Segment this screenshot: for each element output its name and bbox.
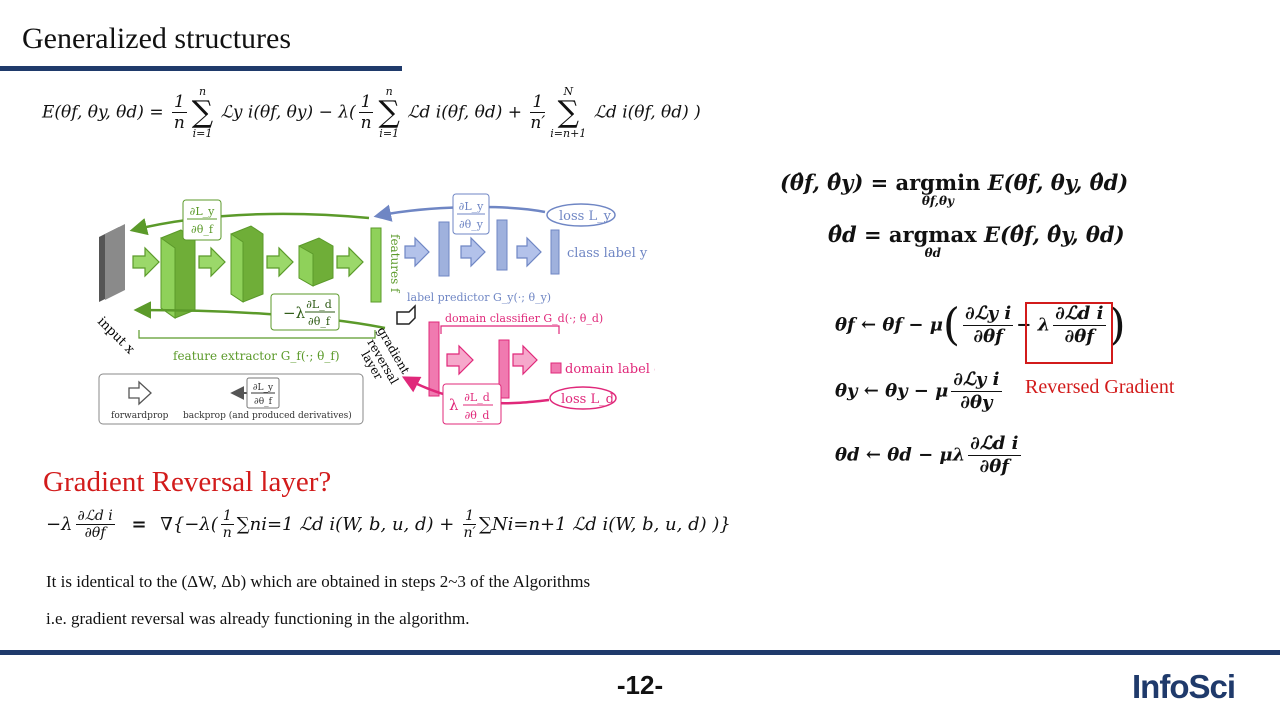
svg-text:∂L_y: ∂L_y <box>253 383 274 393</box>
grl-rhs-sum-1: ∑ni=1 ℒd i(W, b, u, d) + <box>236 513 455 535</box>
domain-layer-1 <box>428 321 440 397</box>
reversed-gradient-highlight <box>1025 302 1113 364</box>
update-d-frac: ∂ℒd i∂θf <box>968 433 1021 477</box>
feature-extractor-bracket <box>138 330 376 339</box>
minus-lambda: − λ( <box>318 102 356 123</box>
feature-layer-3 <box>298 237 334 287</box>
domain-label: domain label d <box>565 362 655 377</box>
forward-arrow-2 <box>198 246 226 278</box>
forward-arrow-6 <box>460 236 486 268</box>
page-number: -12- <box>616 670 664 700</box>
update-theta-f: θf ← θf − μ(∂ℒy i∂θf− λ∂ℒd i∂θf) <box>835 299 1126 351</box>
svg-text:∂L_d: ∂L_d <box>464 391 490 404</box>
loss-y-label: loss L_y <box>559 209 612 224</box>
term-1: ℒy i(θf, θy) <box>220 102 314 123</box>
energy-lhs: E(θf, θy, θd) = <box>42 102 164 123</box>
class-output <box>550 229 560 275</box>
svg-text:∂θ_y: ∂θ_y <box>459 218 484 231</box>
legend-forward-icon <box>128 380 152 406</box>
title-underline <box>0 66 402 71</box>
update-theta-d: θd ← θd − μλ∂ℒd i∂θf <box>835 433 1021 477</box>
backprop-arrow-f-bottom <box>133 301 386 330</box>
explanation-line-2: i.e. gradient reversal was already funct… <box>46 609 470 628</box>
sum-1: n∑i=1 <box>191 85 214 140</box>
domain-layer-2 <box>498 339 510 399</box>
slide-title: Generalized structures <box>22 22 292 55</box>
update-f-frac-1: ∂ℒy i∂θf <box>963 303 1014 347</box>
footer-rule <box>0 650 1280 655</box>
sum-2: n∑i=1 <box>378 85 400 140</box>
sum-3: N∑i=n+1 <box>550 85 587 140</box>
grl-rhs-sum-2: ∑Ni=n+1 ℒd i(W, b, u, d) )} <box>479 513 731 535</box>
svg-text:−λ: −λ <box>283 304 306 322</box>
backprop-arrow-f-top <box>129 212 370 236</box>
grl-lhs-fraction: ∂ℒd i∂θf <box>75 508 115 542</box>
svg-text:∂θ_f: ∂θ_f <box>191 223 214 236</box>
grl-lhs-prefix: −λ <box>46 513 73 535</box>
feature-layer-1 <box>160 229 196 319</box>
grl-rhs-start: ∇{−λ( <box>160 513 218 535</box>
forward-arrow-9 <box>512 344 538 376</box>
features-label: features f <box>388 234 402 294</box>
class-label: class label y <box>567 246 648 261</box>
term-3: ℒd i(θf, θd) ) <box>593 102 701 123</box>
grl-heading: Gradient Reversal layer? <box>43 466 332 498</box>
domain-classifier-caption: domain classifier G_d(·; θ_d) <box>445 312 603 325</box>
legend-backprop-label: backprop (and produced derivatives) <box>183 410 352 421</box>
grad-d-theta-d-box <box>442 383 502 425</box>
grl-equals: = <box>131 513 147 535</box>
feature-extractor-caption: feature extractor G_f(·; θ_f) <box>173 349 340 363</box>
term-2: ℒd i(θf, θd) <box>407 102 503 123</box>
forward-arrow-5 <box>404 236 430 268</box>
forward-arrow-8 <box>446 344 474 376</box>
svg-text:λ: λ <box>449 396 459 414</box>
forward-arrow-3 <box>266 246 294 278</box>
plus-sign: + <box>507 102 523 123</box>
forward-arrow-7 <box>516 236 542 268</box>
update-f-frac-2: ∂ℒd i∂θf <box>1053 303 1106 347</box>
domain-classifier-bracket <box>440 325 560 334</box>
update-y-frac: ∂ℒy i∂θy <box>951 369 1002 413</box>
infosci-logo: InfoSci <box>1132 668 1236 705</box>
update-theta-y: θy ← θy − μ∂ℒy i∂θy <box>835 369 1002 413</box>
explanation-line-1: It is identical to the (ΔW, Δb) which ar… <box>46 572 591 591</box>
grl-arrow-icon <box>396 304 416 325</box>
input-label: input x <box>94 314 138 358</box>
loss-d-node <box>549 386 617 410</box>
loss-y-node <box>546 203 616 227</box>
grad-y-theta-f-box <box>182 199 222 241</box>
label-predictor-caption: label predictor G_y(·; θ_y) <box>407 291 551 304</box>
dann-architecture-diagram: input x features f class label y label p… <box>94 193 655 425</box>
svg-text:∂θ_d: ∂θ_d <box>465 409 490 422</box>
svg-text:∂L_y: ∂L_y <box>190 205 215 218</box>
svg-text:∂θ_f: ∂θ_f <box>308 315 331 328</box>
svg-text:∂θ_f: ∂θ_f <box>254 397 273 407</box>
input-block <box>99 224 125 302</box>
label-predictor-layer-2 <box>496 219 508 271</box>
reversed-gradient-label: Reversed Gradient <box>1025 376 1175 398</box>
forward-arrow-4 <box>336 246 364 278</box>
svg-text:∂L_y: ∂L_y <box>459 200 484 213</box>
forward-arrow-1 <box>132 246 160 278</box>
features-vector <box>370 227 382 303</box>
loss-d-label: loss L_d <box>561 392 614 407</box>
domain-output <box>550 362 562 374</box>
svg-text:∂L_d: ∂L_d <box>306 298 332 311</box>
label-predictor-layer-1 <box>438 221 450 277</box>
legend-forward-label: forwardprop <box>111 411 169 421</box>
feature-layer-2 <box>230 225 264 303</box>
